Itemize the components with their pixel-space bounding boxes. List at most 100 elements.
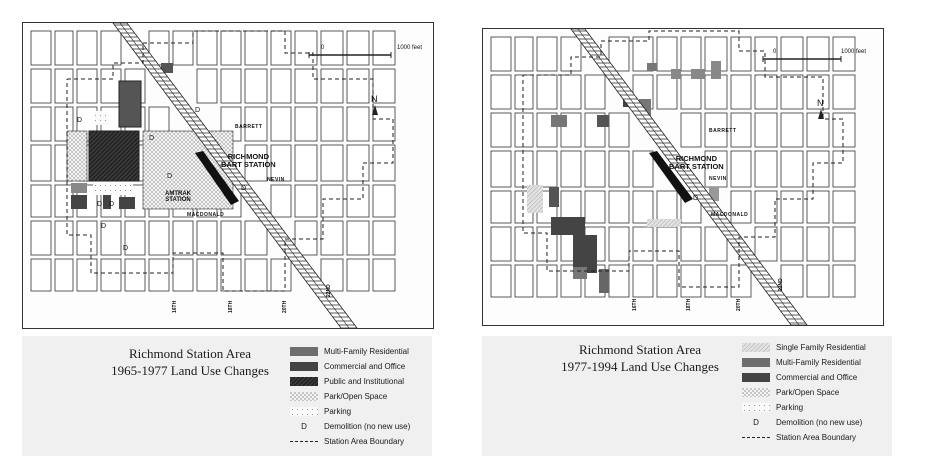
city-block <box>680 226 702 262</box>
scale-zero-label: 0 <box>321 45 325 51</box>
demolition-swatch: D <box>753 418 759 427</box>
city-block <box>372 258 396 292</box>
bart-station <box>649 151 693 203</box>
city-block <box>244 220 268 256</box>
city-block <box>346 258 370 292</box>
city-block <box>780 190 804 224</box>
city-block <box>608 264 630 298</box>
city-block <box>584 190 606 224</box>
city-block <box>30 184 52 218</box>
city-block <box>172 258 194 292</box>
park-swatch <box>290 392 318 401</box>
north-label: N <box>371 94 378 104</box>
city-block <box>320 144 344 182</box>
street-18th: 18TH <box>228 300 234 313</box>
city-block <box>76 220 98 256</box>
city-block <box>806 150 830 188</box>
city-block <box>806 36 830 72</box>
demolition-mark: D <box>123 245 129 252</box>
city-block <box>76 30 98 66</box>
legend-label: Station Area Boundary <box>324 437 405 446</box>
city-block <box>54 184 74 218</box>
city-block <box>832 226 856 262</box>
city-block <box>730 264 752 298</box>
legend-label: Multi-Family Residential <box>776 358 861 367</box>
street-macdonald: MACDONALD <box>187 212 225 218</box>
city-block <box>656 36 678 72</box>
legend-boundary: Station Area Boundary <box>742 430 866 445</box>
city-block <box>806 190 830 224</box>
legend-label: Demolition (no new use) <box>776 418 863 427</box>
legend-public: Public and Institutional <box>290 374 410 389</box>
city-block <box>806 112 830 148</box>
street-20th: 20TH <box>736 298 742 311</box>
city-block <box>294 68 318 104</box>
city-block <box>320 258 344 292</box>
street-barrett: BARRETT <box>709 128 737 134</box>
city-block <box>124 258 146 292</box>
city-block <box>320 220 344 256</box>
city-block <box>832 150 856 188</box>
city-block <box>30 106 52 142</box>
city-block <box>100 68 122 104</box>
street-barrett: BARRETT <box>235 124 263 130</box>
legend-label: Demolition (no new use) <box>324 422 411 431</box>
legend-park: Park/Open Space <box>290 389 410 404</box>
city-block <box>148 220 170 256</box>
city-block <box>832 190 856 224</box>
city-block <box>704 74 728 110</box>
city-block <box>220 258 242 292</box>
city-block <box>244 258 268 292</box>
left-map-title: Richmond Station Area 1965-1977 Land Use… <box>100 345 280 379</box>
city-block <box>730 36 752 72</box>
legend-label: Park/Open Space <box>776 388 840 397</box>
demolition-mark: D <box>97 201 103 208</box>
city-block <box>754 36 778 72</box>
city-block <box>730 190 752 224</box>
single-family-area <box>527 185 543 213</box>
parking-swatch <box>290 407 318 416</box>
park-area <box>66 130 88 182</box>
city-block <box>490 36 512 72</box>
city-block <box>490 150 512 188</box>
legend-label: Multi-Family Residential <box>324 347 409 356</box>
city-block <box>608 36 630 72</box>
commercial-swatch <box>742 373 770 382</box>
city-block <box>76 68 98 104</box>
city-block <box>754 112 778 148</box>
left-legend: Multi-Family Residential Commercial and … <box>290 344 410 449</box>
right-map-title: Richmond Station Area 1977-1994 Land Use… <box>550 341 730 375</box>
parking-area <box>93 183 133 195</box>
street-18th: 18TH <box>686 298 692 311</box>
city-block <box>76 258 98 292</box>
left-street-grid <box>30 23 396 328</box>
commercial-area <box>551 217 585 235</box>
city-block <box>536 74 558 110</box>
city-block <box>754 150 778 188</box>
city-block <box>780 264 804 298</box>
city-block <box>632 226 654 262</box>
scale-end-label: 1000 feet <box>841 49 867 55</box>
city-block <box>536 264 558 298</box>
park-swatch <box>742 388 770 397</box>
left-title-line2: 1965-1977 Land Use Changes <box>111 363 269 378</box>
city-block <box>780 112 804 148</box>
street-20th: 20TH <box>282 300 288 313</box>
legend-parking: Parking <box>290 404 410 419</box>
city-block <box>656 264 678 298</box>
city-block <box>632 36 654 72</box>
left-panel: RICHMOND BART STATION AMTRAK STATION BAR… <box>22 22 434 456</box>
left-map: RICHMOND BART STATION AMTRAK STATION BAR… <box>22 22 434 329</box>
city-block <box>30 144 52 182</box>
north-arrow-icon <box>818 109 824 119</box>
legend-boundary: Station Area Boundary <box>290 434 410 449</box>
station-area-boundary <box>522 30 844 288</box>
commercial-area <box>118 80 142 128</box>
city-block <box>656 74 678 110</box>
city-block <box>730 74 752 110</box>
north-arrow-icon <box>372 105 378 115</box>
city-block <box>608 190 630 224</box>
scale-zero-label: 0 <box>773 49 777 55</box>
scale-end-label: 1000 feet <box>397 45 423 51</box>
